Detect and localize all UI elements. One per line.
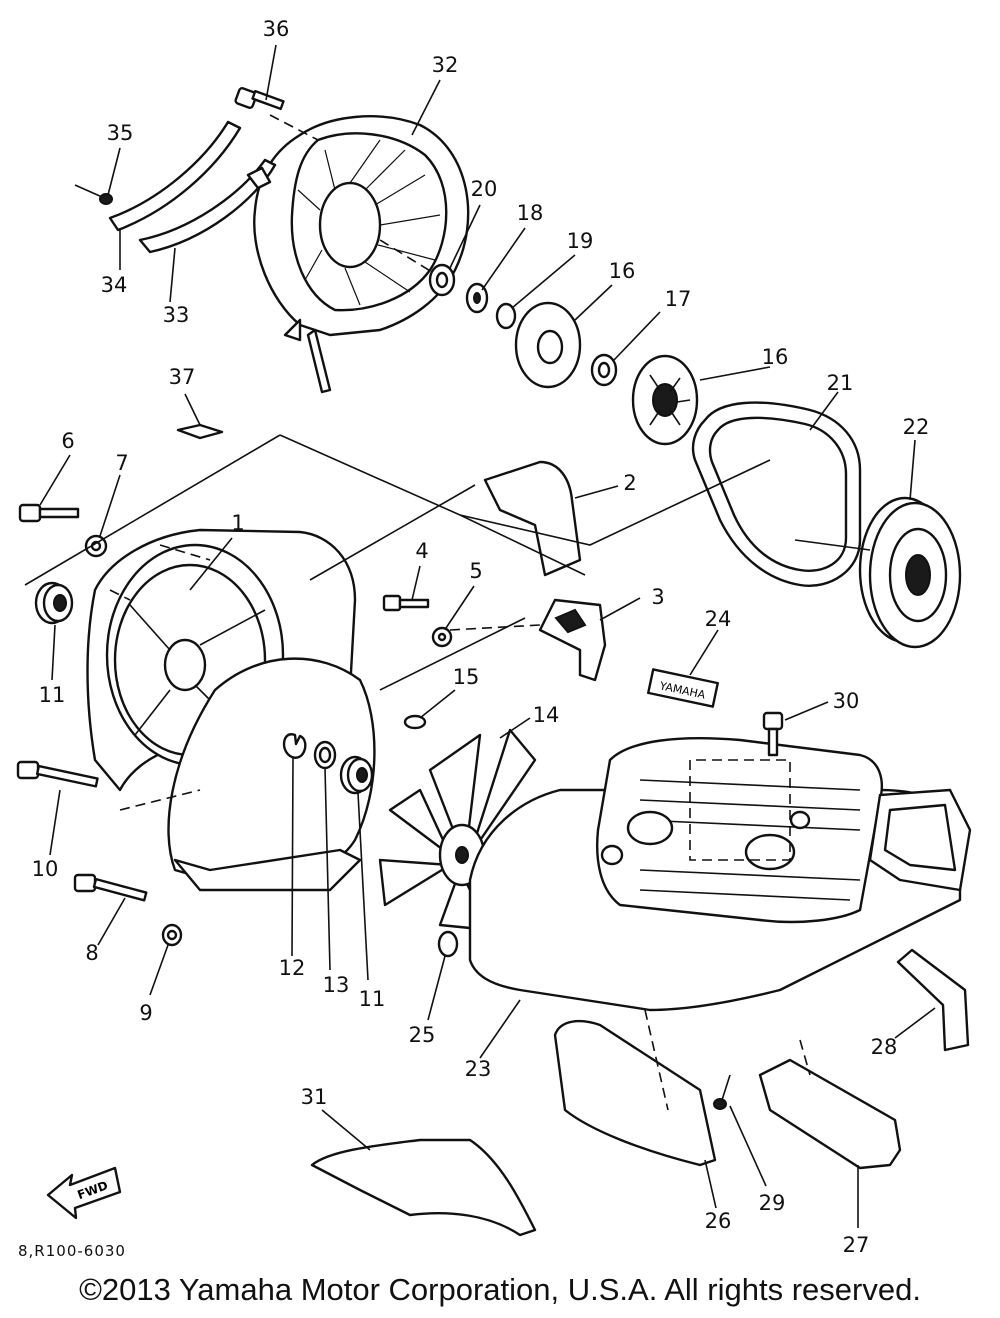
bracket-28 (896, 948, 970, 1052)
grommet-25 (437, 930, 459, 958)
callout-14: 14 (533, 703, 560, 727)
callout-33: 33 (163, 303, 190, 327)
callout-9: 9 (139, 1001, 152, 1025)
callout-8: 8 (85, 941, 98, 965)
fwd-arrow: FWD (46, 1166, 122, 1220)
cooling-fan-14 (378, 728, 542, 932)
bushing-20 (428, 263, 456, 297)
pulley-half-16b (631, 354, 699, 446)
callout-18: 18 (517, 201, 544, 225)
bolt-8 (73, 873, 148, 902)
clip-15 (403, 714, 427, 730)
callout-3: 3 (651, 585, 664, 609)
screw-35 (74, 184, 113, 205)
v-belt-21 (691, 401, 862, 587)
callout-17: 17 (665, 287, 692, 311)
callout-35: 35 (107, 121, 134, 145)
fan-housing-upper (253, 114, 470, 394)
callout-36: 36 (263, 17, 290, 41)
copyright-notice: ©2013 Yamaha Motor Corporation, U.S.A. A… (79, 1272, 921, 1307)
callout-10: 10 (32, 857, 59, 881)
panel-26 (553, 1009, 717, 1167)
callout-23: 23 (465, 1057, 492, 1081)
bolt-30 (762, 711, 784, 757)
pad-27 (758, 1039, 902, 1170)
washer-19 (495, 302, 517, 330)
callout-22: 22 (903, 415, 930, 439)
callout-37: 37 (169, 365, 196, 389)
callout-30: 30 (833, 689, 860, 713)
callout-16a: 16 (609, 259, 636, 283)
bolt-36 (234, 87, 285, 111)
callout-31: 31 (301, 1085, 328, 1109)
callout-32: 32 (432, 53, 459, 77)
nut-5 (431, 626, 453, 648)
air-duct-2 (483, 460, 582, 577)
pulley-half-16a (514, 301, 582, 389)
callout-28: 28 (871, 1035, 898, 1059)
fan-housing-rear (119, 657, 376, 892)
screw-29 (713, 1074, 731, 1110)
callout-13: 13 (323, 973, 350, 997)
callout-1: 1 (231, 511, 244, 535)
drawing-code: 8,R100-6030 (18, 1242, 126, 1260)
callout-labels: 36 32 35 20 18 19 34 33 16 17 16 21 37 2… (32, 17, 930, 1257)
yamaha-label-24: YAMAHA (647, 668, 719, 708)
washer-13 (313, 740, 337, 770)
bearing-11-left (34, 581, 74, 625)
callout-6: 6 (61, 429, 74, 453)
band-strip-34 (108, 120, 242, 232)
circlip-12 (282, 733, 307, 759)
callout-15: 15 (453, 665, 480, 689)
engine-shroud-23 (468, 737, 972, 1012)
callout-4: 4 (415, 539, 428, 563)
callout-27: 27 (843, 1233, 870, 1257)
pulley-22 (858, 496, 962, 649)
callout-7: 7 (115, 451, 128, 475)
assembly-lines (24, 434, 871, 691)
callout-21: 21 (827, 371, 854, 395)
callout-12: 12 (279, 956, 306, 980)
callout-34: 34 (101, 273, 128, 297)
bolt-4 (382, 594, 430, 612)
callout-25: 25 (409, 1023, 436, 1047)
deflector-31 (310, 1138, 537, 1237)
bearing-11-right (339, 755, 374, 795)
callout-26: 26 (705, 1209, 732, 1233)
callout-29: 29 (759, 1191, 786, 1215)
leader-lines (39, 44, 936, 1228)
callout-11a: 11 (39, 683, 66, 707)
callout-19: 19 (567, 229, 594, 253)
spacer-17 (590, 353, 618, 387)
bolt-10 (16, 760, 99, 788)
nut-9 (161, 923, 183, 947)
band-strip-33 (138, 158, 277, 254)
callout-11b: 11 (359, 987, 386, 1011)
callout-2: 2 (623, 471, 636, 495)
callout-24: 24 (705, 607, 732, 631)
clip-37 (176, 423, 224, 440)
bracket-3 (538, 598, 607, 682)
washer-18 (465, 282, 489, 314)
bolt-6 (18, 503, 80, 523)
callout-16b: 16 (762, 345, 789, 369)
callout-20: 20 (471, 177, 498, 201)
callout-5: 5 (469, 559, 482, 583)
